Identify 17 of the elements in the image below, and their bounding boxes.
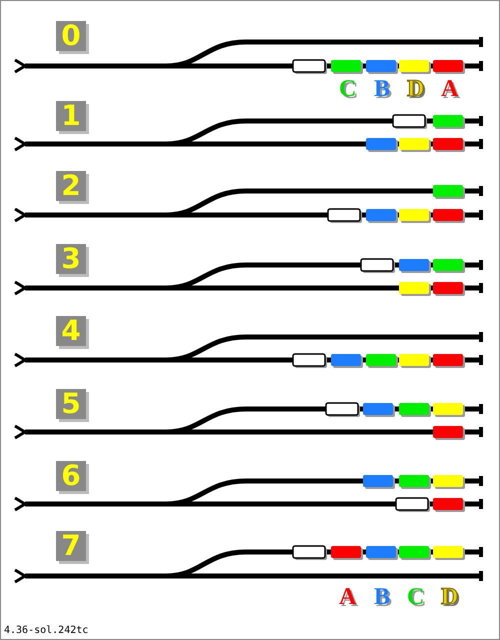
step-number-badge: 3 xyxy=(56,244,86,274)
car-letter: D xyxy=(441,585,458,609)
step-number-badge: 6 xyxy=(56,461,86,491)
step-number-badge: 2 xyxy=(56,171,86,201)
car-letter: B xyxy=(374,585,390,609)
car-letter: B xyxy=(374,77,390,101)
car-letter: C xyxy=(339,77,356,101)
car-letter: D xyxy=(407,77,424,101)
car-letter: A xyxy=(441,77,458,101)
step-number-badge: 4 xyxy=(56,316,86,346)
step-number-badge: 5 xyxy=(56,389,86,419)
step-number-badge: 1 xyxy=(56,101,86,131)
car-letter: A xyxy=(339,585,356,609)
step-number-badge: 7 xyxy=(56,531,86,561)
caption-text: 4.36-sol.242tc xyxy=(4,625,88,637)
car-letter: C xyxy=(407,585,424,609)
step-number-badge: 0 xyxy=(56,21,86,51)
